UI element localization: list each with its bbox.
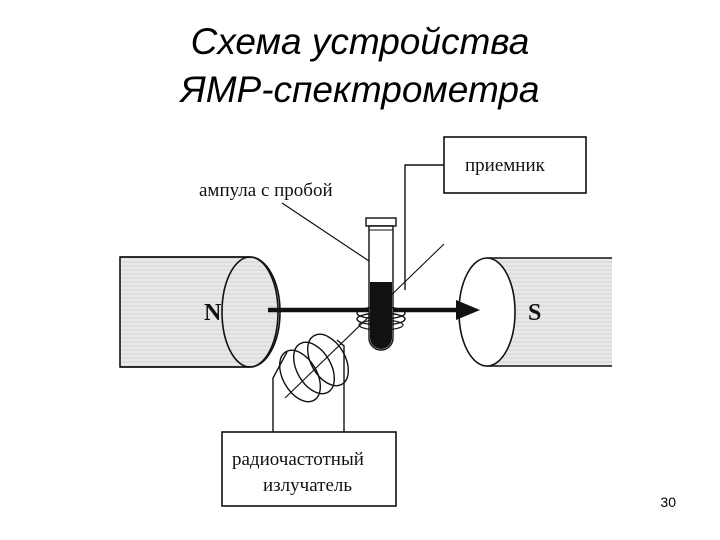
coil-axis-line <box>284 243 445 399</box>
receiver-label: приемник <box>465 155 546 176</box>
receiver-box: приемник <box>443 136 587 194</box>
receiver-coil <box>356 306 406 331</box>
emitter-label-line-1: радиочастотный <box>232 449 364 470</box>
title-line-2: ЯМР-спектрометра <box>180 69 540 110</box>
rf-emitter-box: радиочастотный излучатель <box>221 431 397 507</box>
emitter-coil <box>278 333 350 403</box>
magnet-south: S <box>458 257 612 367</box>
emitter-wire-left <box>272 351 288 432</box>
receiver-wire <box>404 164 444 290</box>
ampoule-label: ампула с пробой <box>199 180 333 201</box>
pole-south-label: S <box>528 300 541 326</box>
ampoule-leader-line <box>281 202 379 268</box>
title-line-1: Схема устройства <box>190 21 530 62</box>
slide-title: Схема устройства ЯМР-спектрометра <box>0 18 720 114</box>
emitter-label-line-2: излучатель <box>263 475 352 496</box>
magnet-north: N <box>119 256 281 368</box>
magnetic-field-arrow <box>268 300 480 320</box>
page-number: 30 <box>660 494 676 510</box>
emitter-wire-right <box>336 339 345 432</box>
pole-north-label: N <box>204 300 222 326</box>
